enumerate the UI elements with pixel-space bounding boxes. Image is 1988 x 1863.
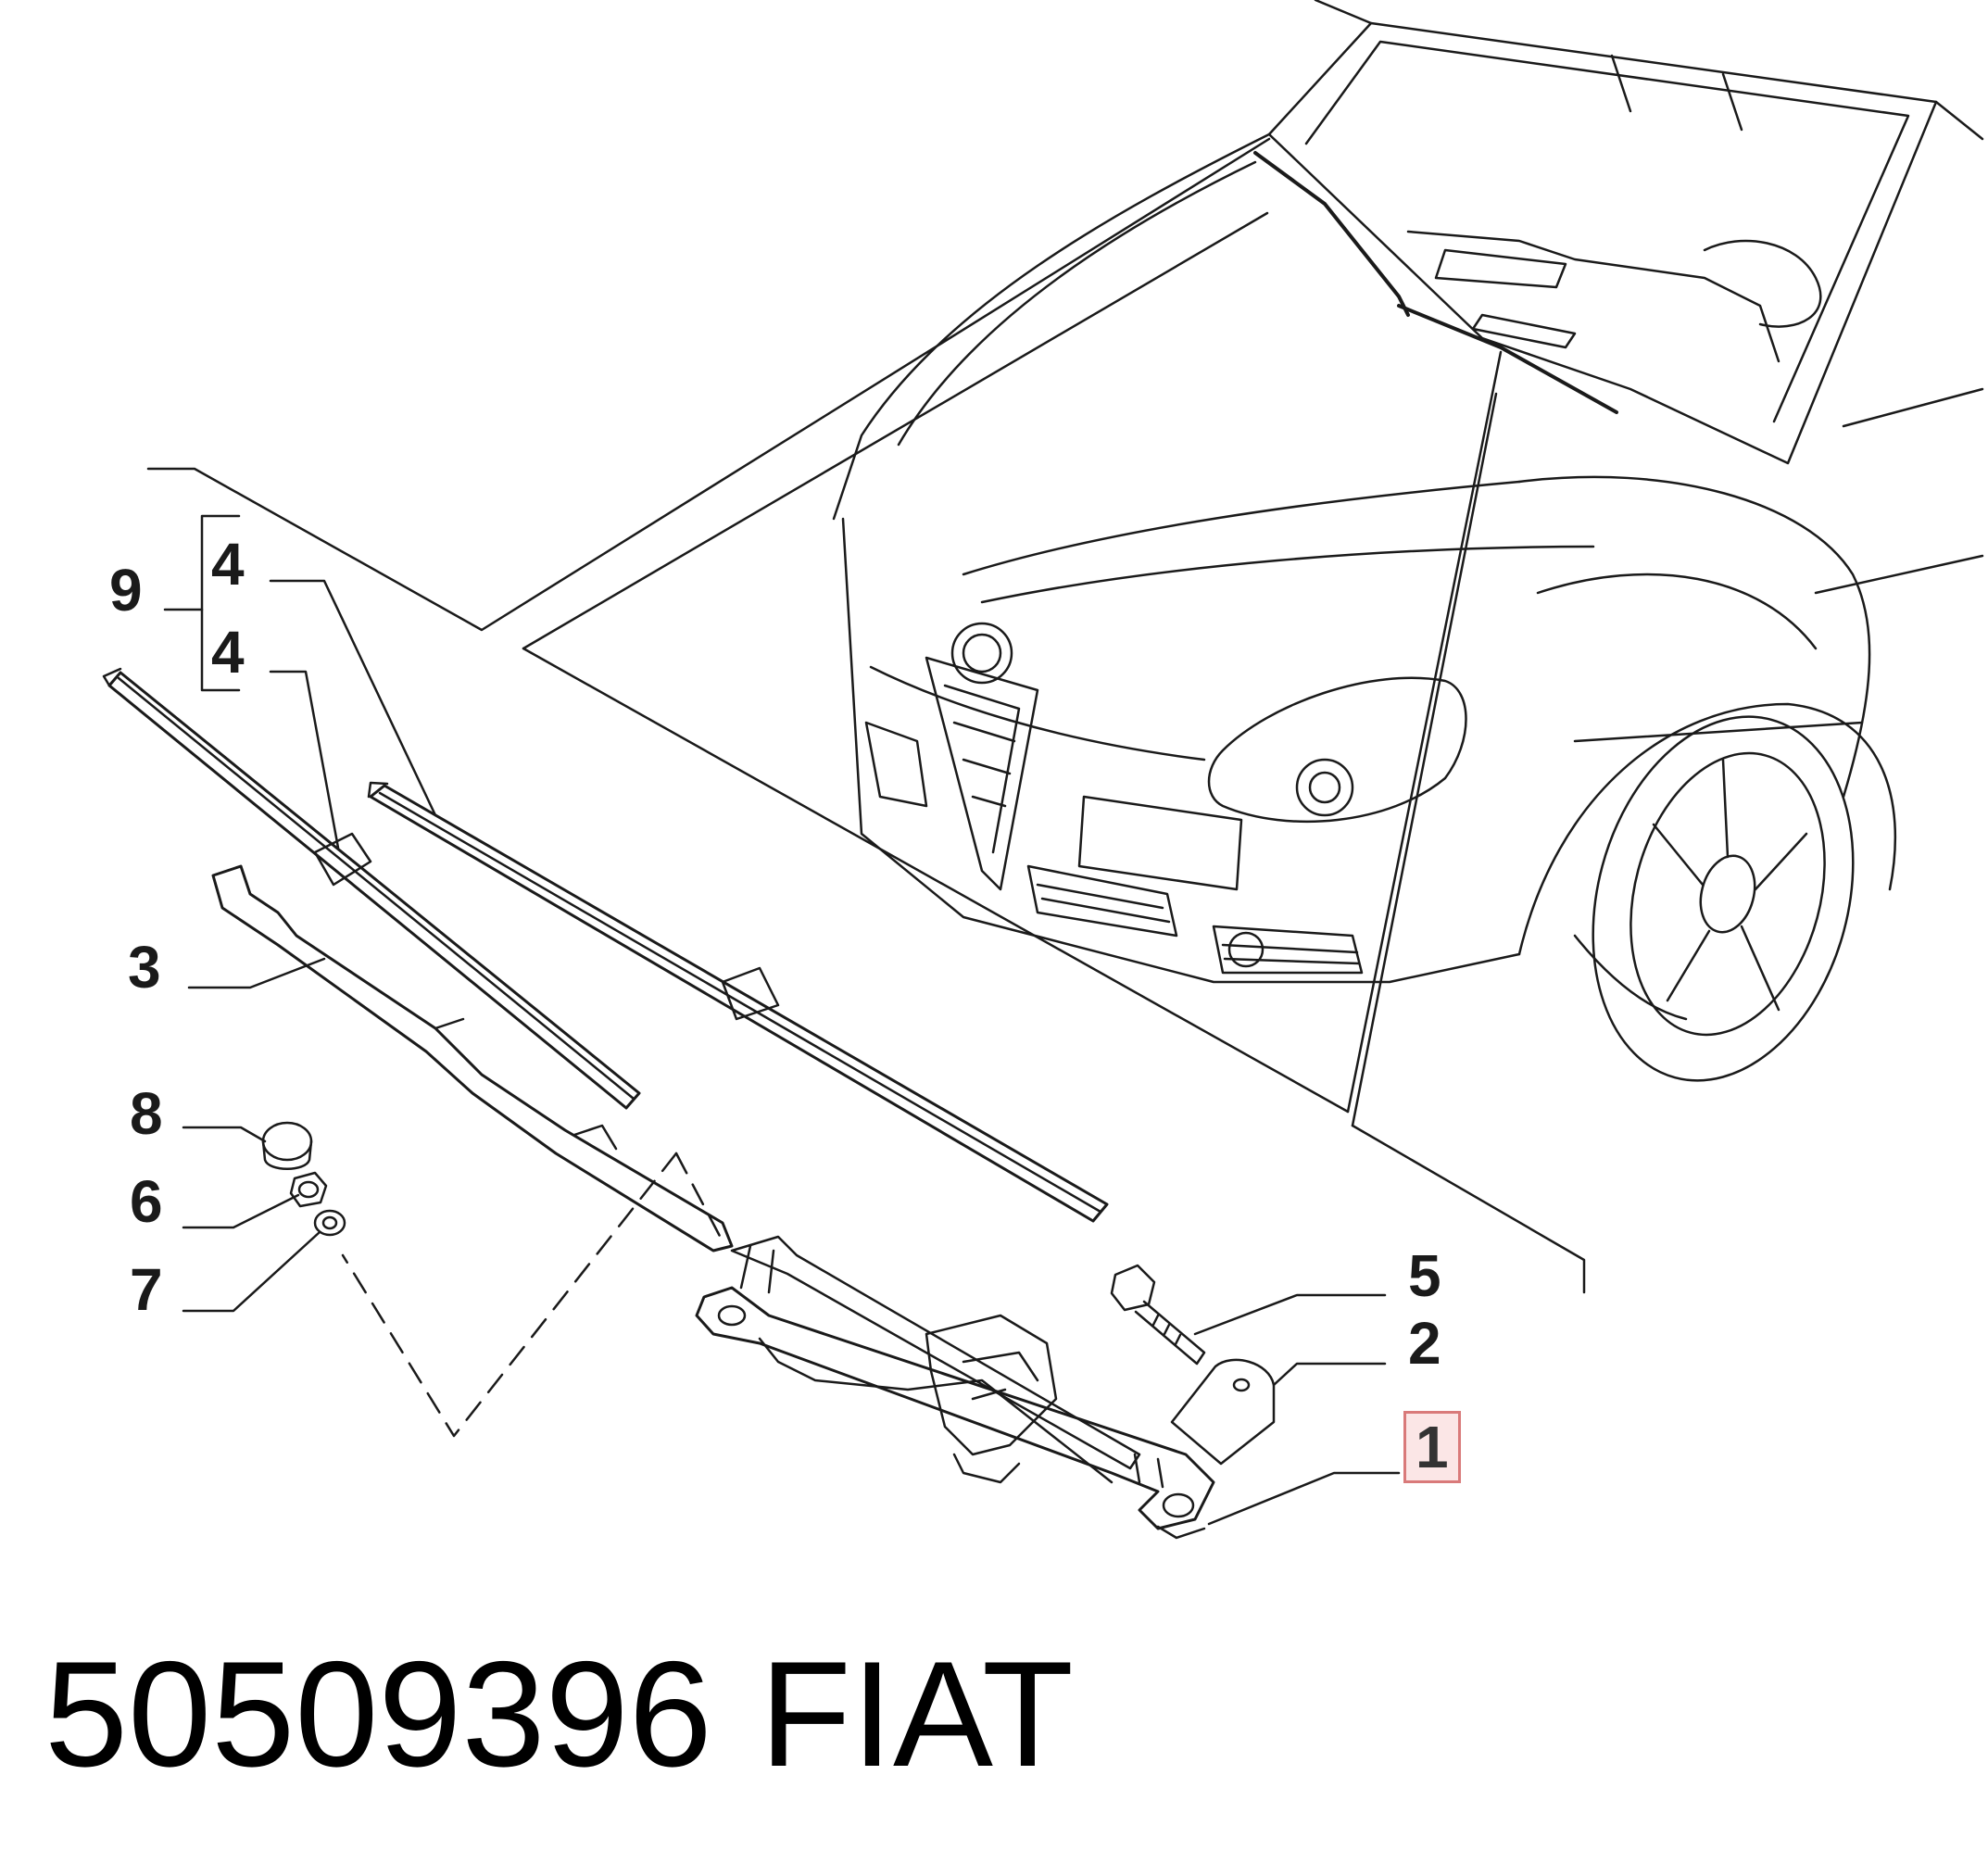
rim: [1629, 751, 1826, 1037]
callout-9: 9: [109, 557, 143, 623]
callout-5: 5: [1408, 1242, 1441, 1309]
callout-1-highlighted: 1: [1403, 1411, 1461, 1483]
leader-lines: [146, 137, 1586, 1438]
lower-intake-center: [1026, 864, 1178, 938]
car-illustration: [832, 0, 1984, 1082]
license-plate: [1077, 795, 1243, 891]
part-nut: [289, 1171, 328, 1208]
steering-wheel: [1703, 239, 1822, 328]
hood-crease: [962, 480, 1521, 576]
windshield-inner: [1304, 40, 1910, 423]
callout-4-upper: 4: [211, 531, 245, 598]
callout-2: 2: [1408, 1310, 1441, 1377]
callout-7: 7: [130, 1256, 163, 1323]
wiper-arm: [211, 864, 734, 1252]
front-bumper: [841, 517, 1521, 984]
wiper-blade-left: [102, 667, 641, 1110]
hood-outline: [832, 132, 1271, 521]
frame-bracket-line: [146, 137, 1271, 632]
dashed-assembly-line: [341, 1152, 678, 1438]
wiper-linkage-motor: [695, 1235, 1215, 1540]
tire: [1592, 715, 1855, 1082]
callout-lines: [163, 514, 1401, 1526]
part-bolt: [1110, 1264, 1206, 1366]
exploded-parts: [102, 667, 1276, 1540]
bracket-9: [200, 514, 241, 692]
callout-6: 6: [130, 1168, 163, 1235]
callout-8: 8: [130, 1080, 163, 1147]
grille-shield: [925, 656, 1039, 891]
wheel-arch: [1517, 702, 1896, 956]
part-pad: [1170, 1358, 1276, 1466]
dashboard: [1406, 230, 1780, 363]
wiper-on-car-left: [1253, 151, 1410, 317]
part-cap: [261, 1121, 313, 1170]
part-washer: [313, 1209, 346, 1237]
wiper-on-car-right: [1397, 304, 1618, 414]
windshield-frame: [1267, 21, 1938, 465]
callout-4-lower: 4: [211, 619, 245, 686]
wiper-blade-right: [367, 781, 1109, 1223]
callout-3: 3: [128, 934, 161, 1001]
front-fender: [1517, 475, 1871, 799]
badge: [950, 622, 1013, 685]
part-number: 50509396: [44, 1630, 712, 1798]
brand-name: FIAT: [760, 1630, 1074, 1798]
motor: [925, 1314, 1058, 1456]
left-intake: [864, 721, 928, 808]
lower-intake-right: [1212, 925, 1364, 975]
headlamp: [1207, 676, 1467, 824]
